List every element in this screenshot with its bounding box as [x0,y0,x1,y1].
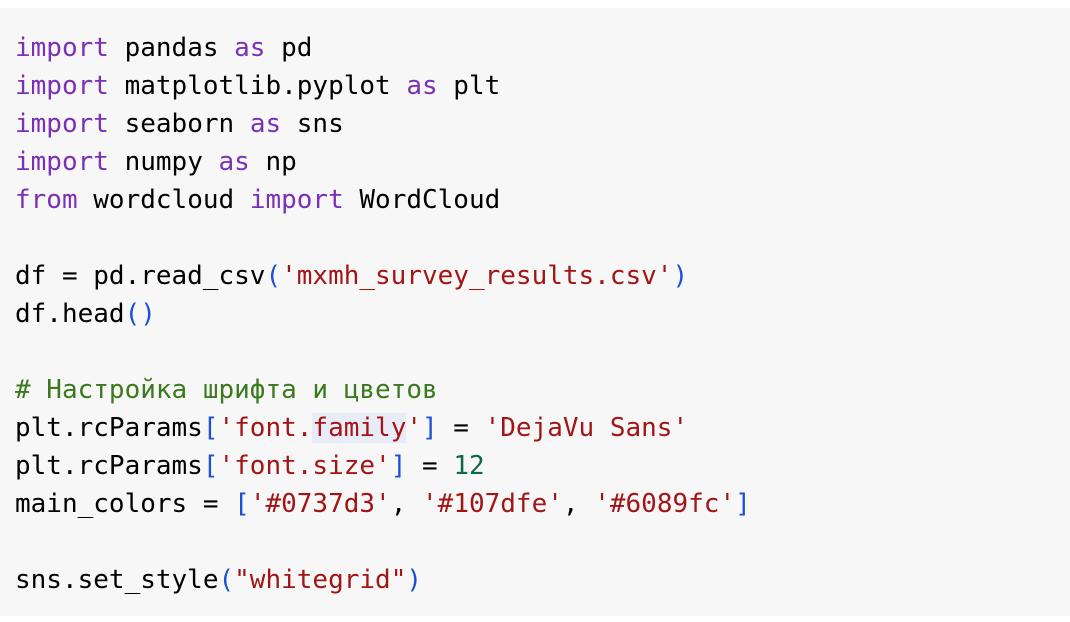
code-line[interactable]: import matplotlib.pyplot as plt [15,67,751,105]
code-token: ] [735,489,751,519]
code-token: plt.rcParams [15,451,203,481]
code-token: pd [265,33,313,63]
code-token: '#0737d3' [249,489,391,519]
code-token: numpy [108,147,219,177]
code-token: ' [406,413,422,443]
code-token: import [15,109,109,139]
code-token: as [218,147,250,177]
code-token: ( [218,565,235,595]
code-token: import [15,33,109,63]
code-token: as [249,109,282,139]
code-token: 'font.size' [218,451,391,481]
code-token: as [234,33,266,63]
code-token: as [406,71,438,101]
code-line[interactable]: import numpy as np [15,143,751,181]
code-token: '#6089fc' [594,489,736,519]
code-token: ) [672,261,689,291]
code-token: 12 [453,451,485,481]
code-line[interactable]: df = pd.read_csv('mxmh_survey_results.cs… [15,257,751,295]
code-token: matplotlib.pyplot [108,71,407,101]
code-token: 'DejaVu Sans' [484,413,689,443]
code-line[interactable]: from wordcloud import WordCloud [15,181,751,219]
code-token: ] [422,413,438,443]
code-line[interactable]: plt.rcParams['font.size'] = 12 [15,447,751,485]
code-line[interactable]: ​ [15,333,751,371]
code-line[interactable]: main_colors = ['#0737d3', '#107dfe', '#6… [15,485,751,523]
code-token: main_colors = [15,489,235,519]
code-token: plt.rcParams [15,413,203,443]
code-token: 'font. [218,413,313,443]
code-token: wordcloud [77,185,250,215]
code-token: import [15,71,109,101]
code-token: ( [265,261,282,291]
code-token: sns [281,109,344,139]
code-token: '#107dfe' [422,489,563,519]
code-token: [ [202,413,219,443]
code-token: df.head [15,299,125,329]
code-token: ) [406,565,422,595]
code-line[interactable]: plt.rcParams['font.family'] = 'DejaVu Sa… [15,409,751,447]
code-token: "whitegrid" [234,565,407,595]
code-token: from [15,185,78,215]
code-line[interactable]: import seaborn as sns [15,105,751,143]
code-line[interactable]: import pandas as pd [15,29,751,67]
code-token: [ [234,489,250,519]
code-line[interactable]: # Настройка шрифта и цветов [15,371,751,409]
code-token: np [249,147,297,177]
code-token: plt [437,71,501,101]
code-token: pandas [108,33,235,63]
code-token: () [124,299,156,329]
code-token: = [406,451,454,481]
code-token: [ [202,451,219,481]
code-token: import [15,147,109,177]
code-token: family [312,413,407,443]
code-token: df = pd.read_csv [15,261,266,291]
code-token: # Настройка шрифта и цветов [15,375,438,405]
code-line[interactable]: df.head() [15,295,751,333]
code-token: ] [390,451,407,481]
code-line[interactable]: ​ [15,219,751,257]
code-token: 'mxmh_survey_results.csv' [281,261,673,291]
code-line[interactable]: ​ [15,523,751,561]
code-token: sns.set_style [15,565,219,595]
code-token: seaborn [108,109,250,139]
code-token: , [562,489,595,519]
code-token: , [390,489,423,519]
code-token: = [437,413,485,443]
code-token: WordCloud [343,185,501,215]
code-line[interactable]: sns.set_style("whitegrid") [15,561,751,599]
code-token: import [249,185,344,215]
